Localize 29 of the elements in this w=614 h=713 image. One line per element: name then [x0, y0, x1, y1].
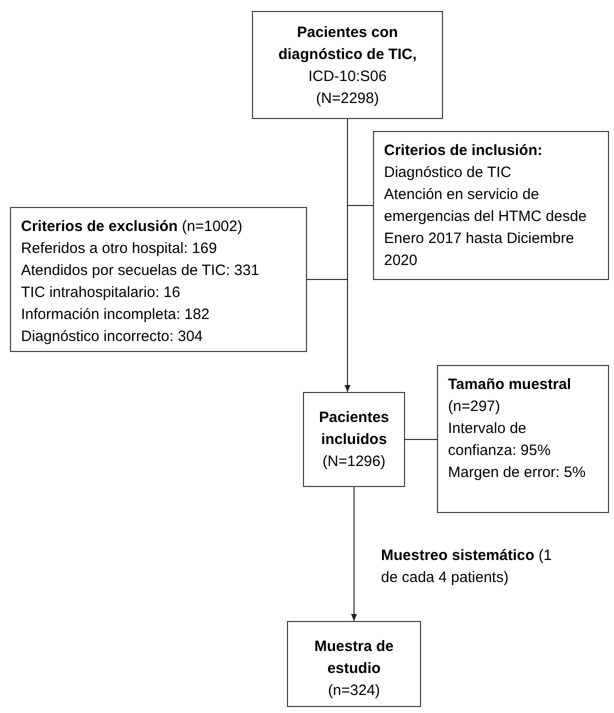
text-box	[287, 621, 421, 707]
text-box	[437, 365, 609, 513]
text-box	[373, 131, 609, 280]
box-heading: Criterios de exclusión (n=1002)	[21, 217, 244, 237]
box-text: Información incompleta: 182	[21, 305, 210, 325]
box-text: Diagnóstico incorrecto: 304	[21, 327, 204, 347]
box-heading: Tamaño muestral	[448, 375, 572, 395]
box-heading: Pacientes con diagnóstico de TIC,	[277, 23, 418, 65]
arrow	[351, 486, 357, 622]
box-heading: Pacientes incluidos	[318, 408, 390, 450]
box-text: TIC intrahospitalario: 16	[21, 283, 182, 303]
text-box	[10, 207, 307, 352]
box-heading: Muestra de estudio	[313, 637, 395, 679]
box-text: Atendidos por secuelas de TIC: 331	[21, 261, 260, 281]
box-text: Atención en servicio de emergencias del HTMC desde Enero 2017 hasta Diciembre 2020	[384, 185, 588, 271]
box-text: (n=324)	[326, 681, 382, 701]
connector-line	[306, 118, 348, 280]
connector-line	[404, 439, 438, 440]
text-box	[252, 11, 443, 119]
box-text: Diagnóstico de TIC	[384, 163, 512, 183]
text-box	[303, 392, 405, 487]
box-text: Intervalo de confianza: 95%	[448, 419, 552, 461]
box-text: (N=2298)	[315, 89, 380, 109]
box-heading: Criterios de inclusión:	[384, 141, 544, 161]
box-text: Referidos a otro hospital: 169	[21, 239, 218, 259]
box-text: (n=297)	[448, 397, 502, 417]
box-text: Margen de error: 5%	[448, 463, 587, 483]
box-text: (N=1296)	[322, 452, 386, 472]
box-text: ICD-10:S06	[307, 67, 388, 87]
